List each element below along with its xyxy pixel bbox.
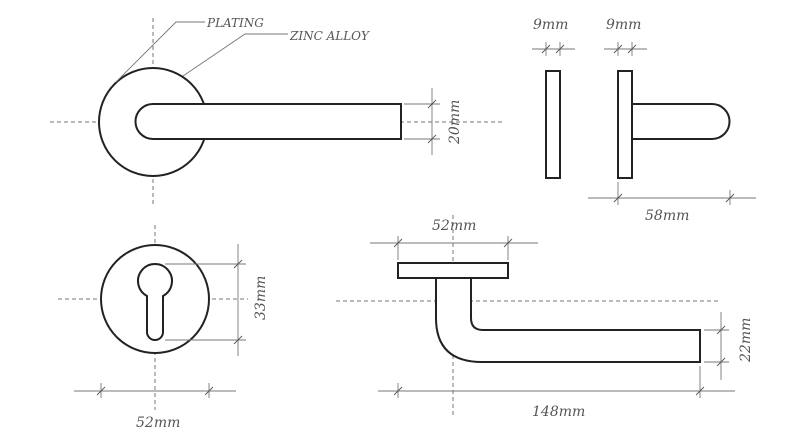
side-depth-tick-right — [725, 193, 735, 203]
zinc-alloy-leader-line — [182, 33, 288, 77]
lever-height-label: 20mm — [447, 100, 463, 145]
lever-length-label: 148mm — [532, 404, 585, 420]
lever-top-outline — [435, 277, 701, 363]
escutcheon-width-tick-right — [204, 386, 214, 396]
front-view: PLATING ZINC ALLOY 20mm — [50, 16, 505, 205]
rose-plate-top — [397, 262, 509, 279]
rose-width-tick-left — [393, 238, 403, 248]
rose-width-tick-right — [503, 238, 513, 248]
side-depth-tick-left — [613, 193, 623, 203]
escutcheon-height-tick-bottom — [233, 335, 243, 345]
plating-label: PLATING — [206, 16, 264, 30]
thickness-right-tick-a — [613, 44, 623, 54]
thickness-right-label: 9mm — [606, 17, 641, 33]
thickness-left-label: 9mm — [533, 17, 568, 33]
lever-height-tick-bottom — [427, 134, 437, 144]
lever-drop-tick-top — [716, 325, 726, 335]
rose-plate-side-right — [617, 70, 633, 179]
keyhole-outline — [137, 263, 173, 341]
lever-drop-label: 22mm — [738, 318, 754, 363]
zinc-alloy-label: ZINC ALLOY — [289, 29, 370, 43]
top-view: 52mm 148mm 22mm — [336, 215, 754, 420]
escutcheon-width-label: 52mm — [136, 415, 180, 431]
plating-leader-line — [115, 21, 205, 83]
lever-height-tick-top — [427, 99, 437, 109]
thickness-left-tick-a — [541, 44, 551, 54]
lever-side-stub — [631, 103, 731, 140]
side-depth-label: 58mm — [645, 208, 689, 224]
escutcheon-view: 33mm 52mm — [58, 225, 269, 431]
lever-front-outline — [134, 103, 402, 140]
rose-width-label: 52mm — [432, 218, 476, 234]
thickness-left-tick-b — [555, 44, 565, 54]
rose-plate-side-left — [545, 70, 561, 179]
escutcheon-height-tick-top — [233, 259, 243, 269]
escutcheon-height-label: 33mm — [253, 276, 269, 320]
lever-drop-tick-bottom — [716, 357, 726, 367]
side-view: 9mm 9mm 58mm — [532, 17, 756, 224]
escutcheon-width-tick-left — [96, 386, 106, 396]
lever-length-tick-right — [695, 386, 705, 396]
thickness-right-tick-b — [627, 44, 637, 54]
lever-length-tick-left — [393, 386, 403, 396]
